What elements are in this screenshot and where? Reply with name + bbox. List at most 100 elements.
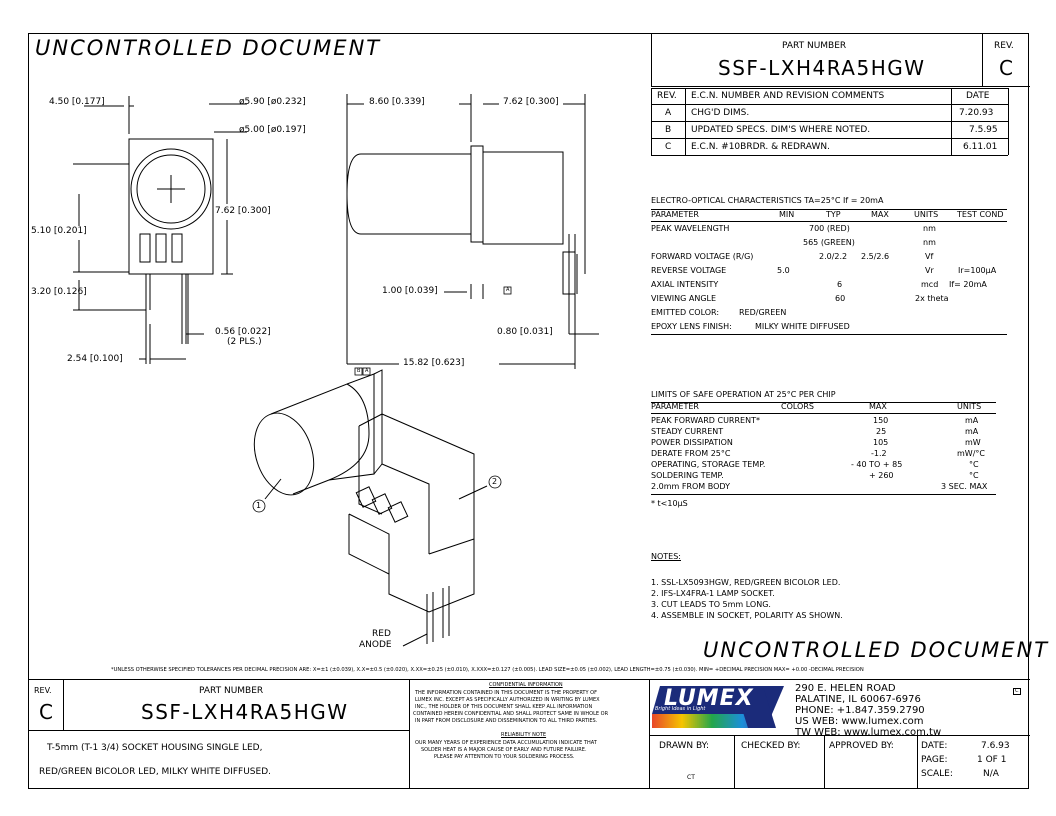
- dim-7-62-side: 7.62 [0.300]: [503, 97, 559, 107]
- safe-row-2-max: 25: [876, 427, 887, 436]
- confidential-line-4: CONTAINED HEREIN CONFIDENTIAL AND SHALL …: [413, 711, 609, 717]
- safe-row-1-unit: mA: [965, 416, 979, 425]
- us-web: US WEB: www.lumex.com: [795, 716, 924, 727]
- uncontrolled-stamp-top: UNCONTROLLED DOCUMENT: [35, 36, 382, 60]
- epoxy-label: EPOXY LENS FINISH:: [651, 322, 732, 331]
- safe-row-4-max: -1.2: [871, 449, 887, 458]
- tb-rev-label: REV.: [34, 686, 52, 695]
- confidential-line-3: INC., THE HOLDER OF THIS DOCUMENT SHALL …: [415, 704, 593, 710]
- datum-a-side: A: [506, 287, 510, 293]
- tb-part-number: SSF-LXH4RA5HGW: [141, 700, 349, 724]
- callout-1: 1: [256, 501, 262, 510]
- tb-description-2: RED/GREEN BICOLOR LED, MILKY WHITE DIFFU…: [39, 767, 271, 777]
- safe-header-colors: COLORS: [781, 402, 814, 411]
- eo-row-rv-unit: Vr: [925, 266, 934, 275]
- dim-7-62-front: 7.62 [0.300]: [215, 206, 271, 216]
- eo-row-rv-min: 5.0: [777, 266, 790, 275]
- safe-row-3-param: POWER DISSIPATION: [651, 438, 733, 447]
- safe-row-6-max: + 260: [869, 471, 894, 480]
- part-number-label: PART NUMBER: [782, 41, 847, 51]
- red-anode-label-2: ANODE: [359, 640, 392, 650]
- uncontrolled-stamp-bottom: UNCONTROLLED DOCUMENT: [703, 638, 1050, 662]
- eo-row-peak-red-unit: nm: [923, 224, 936, 233]
- note-4: 4. ASSEMBLE IN SOCKET, POLARITY AS SHOWN…: [651, 611, 843, 620]
- safe-row-1-max: 150: [873, 416, 889, 425]
- eo-header-parameter: PARAMETER: [651, 210, 699, 219]
- phone: PHONE: +1.847.359.2790: [795, 705, 925, 716]
- eo-header-typ: TYP: [826, 210, 841, 219]
- rev-header: C: [999, 56, 1015, 80]
- dim-dia-5-00: ø5.00 [ø0.197]: [239, 125, 306, 135]
- safe-row-3-max: 105: [873, 438, 889, 447]
- eo-row-va-unit: 2x theta: [915, 294, 949, 303]
- rev-col-header: REV.: [657, 91, 677, 101]
- eo-row-ai-cond: If= 20mA: [949, 280, 987, 289]
- note-1: 1. SSL-LX5093HGW, RED/GREEN BICOLOR LED.: [651, 578, 841, 587]
- drawn-by-value: CT: [687, 774, 695, 781]
- dim-2-pls: (2 PLS.): [227, 337, 262, 347]
- confidential-title: CONFIDENTIAL INFORMATION: [489, 682, 563, 688]
- date-value: 7.6.93: [981, 741, 1010, 751]
- safe-row-7-param: 2.0mm FROM BODY: [651, 482, 731, 491]
- dim-0-80: 0.80 [0.031]: [497, 327, 553, 337]
- tb-description-1: T-5mm (T-1 3/4) SOCKET HOUSING SINGLE LE…: [47, 743, 263, 753]
- eo-row-fv-max: 2.5/2.6: [861, 252, 890, 261]
- logo-text: LUMEX: [664, 686, 754, 711]
- safe-row-5-max: - 40 TO + 85: [851, 460, 903, 469]
- tb-rev: C: [39, 700, 55, 724]
- safe-header-max: MAX: [869, 402, 887, 411]
- eo-row-rv-cond: Ir=100µA: [958, 266, 997, 275]
- notes-block: NOTES: 1. SSL-LX5093HGW, RED/GREEN BICOL…: [651, 550, 1011, 630]
- part-header-box: PART NUMBER SSF-LXH4RA5HGW REV. C: [651, 34, 1030, 87]
- ecn-col-header: E.C.N. NUMBER AND REVISION COMMENTS: [691, 91, 885, 101]
- electro-optical-table: ELECTRO-OPTICAL CHARACTERISTICS TA=25°C …: [651, 194, 1011, 354]
- revision-table: REV. E.C.N. NUMBER AND REVISION COMMENTS…: [651, 87, 1030, 157]
- note-2: 2. IFS-LX4FRA-1 LAMP SOCKET.: [651, 589, 775, 598]
- technical-drawing: [73, 94, 599, 647]
- eo-row-peak-red: 700 (RED): [809, 224, 850, 233]
- rev-row-c-date: 6.11.01: [963, 142, 998, 152]
- rev-row-b-rev: B: [665, 125, 672, 135]
- lumex-logo-graphic: [652, 686, 784, 728]
- tolerance-line: *UNLESS OTHERWISE SPECIFIED TOLERANCES P…: [111, 667, 864, 673]
- date-col-header: DATE: [966, 91, 990, 101]
- safe-row-7-unit: 3 SEC. MAX: [941, 482, 988, 491]
- checked-by-label: CHECKED BY:: [741, 741, 801, 751]
- rev-row-a-date: 7.20.93: [959, 108, 994, 118]
- confidential-line-1: THE INFORMATION CONTAINED IN THIS DOCUME…: [415, 690, 597, 696]
- safe-row-5-unit: °C: [969, 460, 979, 469]
- rev-row-b-date: 7.5.95: [969, 125, 998, 135]
- drawing-sheet: UNCONTROLLED DOCUMENT PART NUMBER SSF-LX…: [28, 33, 1047, 790]
- tw-web: TW WEB: www.lumex.com.tw: [795, 727, 942, 738]
- safe-operation-table: LIMITS OF SAFE OPERATION AT 25°C PER CHI…: [651, 388, 1011, 528]
- safe-row-6-param: SOLDERING TEMP.: [651, 471, 724, 480]
- emitted-color-value: RED/GREEN: [739, 308, 787, 317]
- eo-row-reverse-voltage: REVERSE VOLTAGE: [651, 266, 727, 275]
- copyright-mark: C: [1013, 688, 1021, 695]
- reliability-line-2: SOLDER HEAT IS A MAJOR CAUSE OF EARLY AN…: [421, 747, 587, 753]
- safe-footnote: * t<10µS: [651, 499, 688, 508]
- rev-row-a-rev: A: [665, 108, 672, 118]
- note-3: 3. CUT LEADS TO 5mm LONG.: [651, 600, 771, 609]
- tb-part-number-label: PART NUMBER: [199, 686, 264, 696]
- eo-header-max: MAX: [871, 210, 889, 219]
- safe-row-6-unit: °C: [969, 471, 979, 480]
- electro-optical-title: ELECTRO-OPTICAL CHARACTERISTICS TA=25°C …: [651, 196, 884, 205]
- notes-title: NOTES:: [651, 552, 681, 561]
- safe-header-units: UNITS: [957, 402, 982, 411]
- part-number-header: SSF-LXH4RA5HGW: [718, 56, 926, 80]
- safe-row-5-param: OPERATING, STORAGE TEMP.: [651, 460, 766, 469]
- emitted-color-label: EMITTED COLOR:: [651, 308, 720, 317]
- eo-row-axial-intensity: AXIAL INTENSITY: [651, 280, 719, 289]
- dim-dia-5-90: ø5.90 [ø0.232]: [239, 97, 306, 107]
- confidential-line-5: IN PART FROM DISCLOSURE AND DISSEMINATIO…: [415, 718, 598, 724]
- address-line-1: 290 E. HELEN ROAD: [795, 683, 896, 694]
- title-block: REV. C PART NUMBER SSF-LXH4RA5HGW T-5mm …: [29, 679, 1030, 790]
- rev-row-c-comment: E.C.N. #10BRDR. & REDRAWN.: [691, 142, 830, 152]
- address-line-2: PALATINE, IL 60067-6976: [795, 694, 921, 705]
- dim-1-00: 1.00 [0.039]: [382, 286, 438, 296]
- reliability-line-1: OUR MANY YEARS OF EXPERIENCE DATA ACCUMU…: [415, 740, 597, 746]
- safe-row-4-unit: mW/°C: [957, 449, 985, 458]
- eo-row-fv-typ: 2.0/2.2: [819, 252, 848, 261]
- lumex-logo: LUMEX Bright Ideas in Light: [652, 684, 785, 732]
